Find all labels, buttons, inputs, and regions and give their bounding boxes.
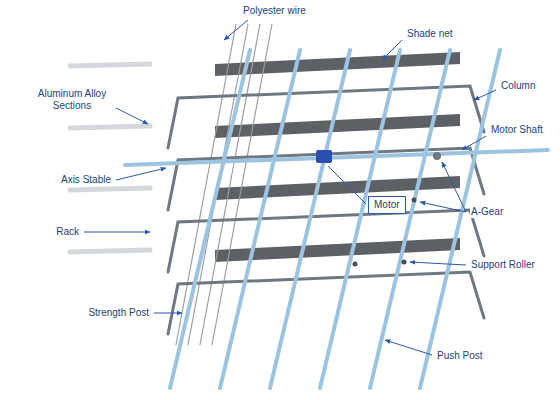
- post-group: [170, 50, 500, 388]
- leader-line: [385, 340, 432, 355]
- part-label: Strength Post: [87, 307, 150, 319]
- push-post: [320, 50, 400, 388]
- push-post: [370, 50, 450, 388]
- leader-line: [328, 166, 366, 204]
- strength-post: [220, 50, 300, 388]
- polyester-wire: [200, 24, 260, 345]
- aluminum-section: [70, 126, 150, 128]
- part-label: Push Post: [436, 350, 484, 362]
- shade-net: [215, 176, 460, 200]
- part-label: Shade net: [406, 28, 454, 40]
- polyester-wire: [176, 24, 236, 345]
- support-roller: [412, 198, 417, 203]
- leader-group: [84, 20, 496, 355]
- part-label: Column: [500, 80, 536, 92]
- part-label: Aluminum Alloy Sections: [32, 88, 112, 112]
- leader-line: [474, 90, 496, 100]
- rack: [168, 210, 484, 272]
- push-post: [270, 50, 350, 388]
- leader-line: [442, 162, 466, 212]
- part-box: Motor: [368, 196, 406, 214]
- part-label: Axis Stable: [60, 174, 112, 186]
- part-label: A-Gear: [470, 206, 504, 218]
- rack: [168, 86, 484, 148]
- leader-line: [116, 168, 166, 180]
- support-roller: [353, 262, 358, 267]
- leader-line: [84, 232, 150, 233]
- leader-line: [410, 262, 466, 265]
- push-post: [420, 50, 500, 388]
- aluminum-section: [70, 64, 150, 66]
- leader-line: [154, 313, 182, 314]
- roller-group: [353, 198, 417, 267]
- motor-symbol: [316, 150, 332, 163]
- box-text: Motor: [374, 199, 400, 211]
- part-label: Rack: [55, 226, 80, 238]
- leader-line: [382, 40, 402, 60]
- rack-group: [168, 86, 484, 334]
- aluminum-section: [70, 188, 150, 190]
- aluminum-section: [70, 250, 150, 252]
- support-roller: [402, 260, 407, 265]
- leader-line: [116, 108, 148, 124]
- leader-line: [420, 202, 466, 212]
- leader-line: [462, 136, 486, 150]
- strength-post: [170, 50, 250, 388]
- motor-shaft: [125, 150, 548, 165]
- part-label: Support Roller: [470, 259, 536, 271]
- gear-symbol: [433, 152, 441, 160]
- part-label: Motor Shaft: [490, 124, 544, 136]
- shade-net: [215, 52, 460, 76]
- part-label: Polyester wire: [242, 5, 307, 17]
- leader-line: [224, 20, 248, 40]
